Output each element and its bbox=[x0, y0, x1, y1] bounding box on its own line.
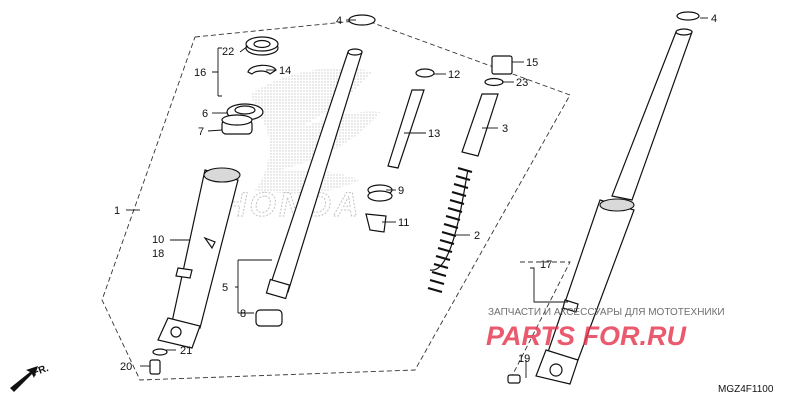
callout-10: 10 bbox=[152, 234, 164, 246]
callout-15: 15 bbox=[526, 57, 538, 69]
honda-wing-watermark: HONDA bbox=[222, 67, 380, 225]
slider-bush bbox=[255, 309, 283, 327]
callout-23: 23 bbox=[516, 77, 528, 89]
callout-8: 8 bbox=[240, 308, 246, 320]
callout-16: 16 bbox=[194, 67, 206, 79]
callout-4-left: 4 bbox=[336, 15, 342, 27]
callout-4-right: 4 bbox=[711, 13, 717, 25]
circlip-top-right bbox=[676, 11, 700, 21]
callout-22: 22 bbox=[222, 46, 234, 58]
callout-14: 14 bbox=[279, 65, 291, 77]
site-watermark: ЗАПЧАСТИ И АКСЕССУАРЫ ДЛЯ МОТОТЕХНИКИ PA… bbox=[486, 307, 725, 351]
callout-20: 20 bbox=[120, 361, 132, 373]
spacer-pipe bbox=[461, 93, 499, 157]
diagram-code: MGZ4F1100 bbox=[718, 384, 774, 395]
front-direction-label: FR. bbox=[31, 363, 50, 379]
socket-bolt bbox=[149, 359, 161, 375]
callout-17: 17 bbox=[540, 259, 552, 271]
callout-18: 18 bbox=[152, 248, 164, 260]
callout-11: 11 bbox=[398, 217, 409, 229]
front-arrow-icon bbox=[10, 366, 38, 392]
callout-numbers: 4 4 22 16 14 6 7 12 13 15 23 3 9 11 2 5 … bbox=[114, 13, 717, 373]
site-watermark-tagline: ЗАПЧАСТИ И АКСЕССУАРЫ ДЛЯ МОТОТЕХНИКИ bbox=[488, 307, 725, 318]
right-fork-assembly bbox=[507, 28, 693, 385]
left-fork-slider bbox=[157, 167, 241, 349]
callout-12: 12 bbox=[448, 69, 460, 81]
honda-brand-watermark: HONDA bbox=[222, 186, 362, 224]
fork-spring bbox=[427, 166, 473, 294]
fork-tube bbox=[265, 48, 363, 300]
callout-3: 3 bbox=[502, 123, 508, 135]
callout-13: 13 bbox=[428, 128, 440, 140]
leader-lines bbox=[126, 17, 708, 378]
callout-1: 1 bbox=[114, 205, 120, 217]
callout-2: 2 bbox=[474, 230, 480, 242]
callout-5: 5 bbox=[222, 282, 228, 294]
damper-rod-assembly bbox=[365, 68, 435, 233]
site-watermark-logo: PARTS FOR.RU bbox=[486, 321, 688, 351]
callout-21: 21 bbox=[180, 345, 192, 357]
sealing-washer bbox=[152, 348, 168, 356]
right-fork-frame bbox=[509, 261, 571, 381]
callout-7: 7 bbox=[198, 126, 204, 138]
fork-cap-assembly bbox=[484, 55, 513, 87]
callout-6: 6 bbox=[202, 108, 208, 120]
callout-19: 19 bbox=[518, 353, 530, 365]
oil-seal-stack bbox=[221, 36, 279, 135]
callout-9: 9 bbox=[398, 185, 404, 197]
front-direction-indicator: FR. bbox=[10, 363, 50, 392]
